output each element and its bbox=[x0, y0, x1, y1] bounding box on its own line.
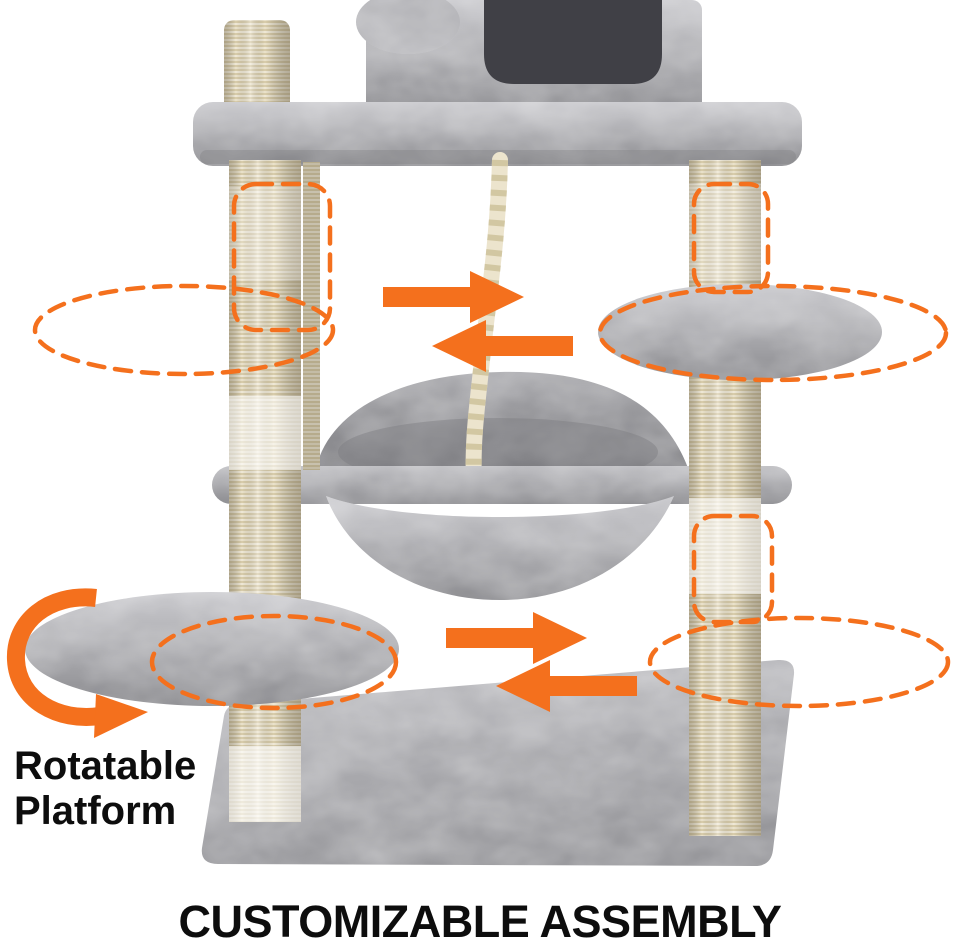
left-post bbox=[229, 160, 301, 822]
rotate-arrow-icon bbox=[6, 588, 148, 738]
ghost-outline-lower-left-platform bbox=[149, 613, 399, 711]
right-middle-platform bbox=[598, 284, 882, 380]
ghost-post-segment bbox=[689, 498, 761, 594]
ghost-outline-right-post-lower bbox=[691, 513, 775, 625]
page-title: CUSTOMIZABLE ASSEMBLY bbox=[178, 896, 782, 946]
swap-arrow-right-upper-icon bbox=[383, 271, 524, 323]
ghost-outline-left-platform bbox=[32, 283, 336, 377]
ghost-post-segment bbox=[689, 184, 761, 280]
top-post-stub bbox=[224, 20, 290, 114]
plush-detail bbox=[356, 0, 460, 54]
ghost-outline-left-post bbox=[231, 181, 333, 333]
rotatable-platform-label: Rotatable Platform bbox=[14, 744, 196, 834]
ghost-post-segments bbox=[229, 184, 761, 822]
ghost-outline-right-platform bbox=[597, 283, 949, 383]
rotate-arrow-arc bbox=[6, 588, 102, 726]
rotatable-platform-label-line1: Rotatable bbox=[14, 744, 197, 788]
rotate-arrow-head bbox=[94, 694, 148, 738]
ghost-outline-lower-right-platform bbox=[647, 615, 951, 709]
swap-arrow-left-upper-icon bbox=[432, 320, 573, 372]
ghost-outlines bbox=[32, 181, 951, 711]
ghost-outline-right-post-upper bbox=[691, 181, 771, 295]
ghost-post-segment bbox=[229, 396, 301, 470]
ghost-post-segment bbox=[229, 746, 301, 822]
ghost-post-segment bbox=[229, 186, 301, 280]
rotatable-platform-label-line2: Platform bbox=[14, 788, 177, 833]
hammock-belly bbox=[326, 496, 674, 600]
lower-left-platform bbox=[25, 592, 399, 706]
middle-thin-pole bbox=[303, 162, 320, 470]
cat-house bbox=[356, 0, 702, 112]
base-board bbox=[201, 659, 795, 866]
house-opening bbox=[484, 0, 662, 84]
swap-arrow-right-lower-icon bbox=[446, 612, 587, 664]
swap-arrows bbox=[383, 271, 637, 712]
swap-arrow-left-lower-icon bbox=[496, 660, 637, 712]
hammock-ring bbox=[212, 466, 792, 504]
